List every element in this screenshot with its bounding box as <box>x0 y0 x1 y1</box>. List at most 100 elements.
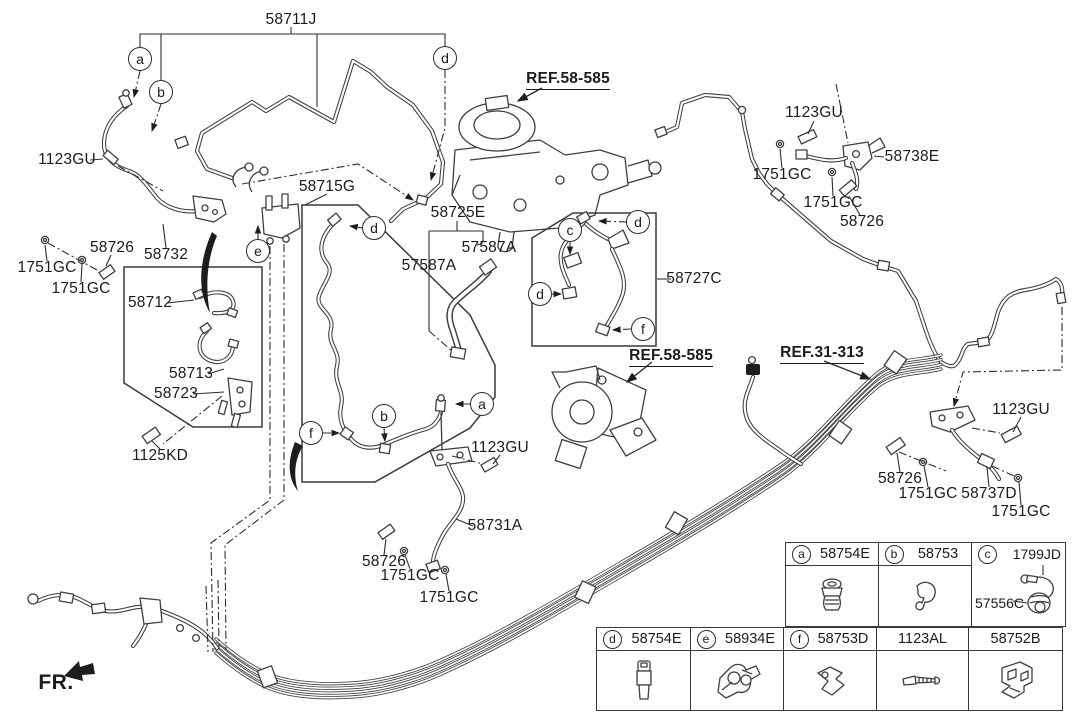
hose-58731a <box>377 411 499 575</box>
legend-cell-b[interactable]: b 58753 <box>877 542 973 627</box>
part-label-57587a-r[interactable]: 57587A <box>461 239 517 256</box>
part-label-1751gc-bc1[interactable]: 1751GC <box>380 567 440 584</box>
part-label-58726-bc[interactable]: 58726 <box>361 553 407 570</box>
callout-d-3: d <box>626 210 650 234</box>
bleeder-valve-icon <box>635 659 652 700</box>
legend-part-1123al[interactable]: 1123AL <box>898 631 947 647</box>
part-label-1751gc-l2[interactable]: 1751GC <box>51 280 111 297</box>
part-label-58723[interactable]: 58723 <box>153 385 199 402</box>
part-label-1123gu-bc[interactable]: 1123GU <box>471 439 529 456</box>
part-label-58737d[interactable]: 58737D <box>961 485 1017 502</box>
small-clip-icon <box>817 665 845 696</box>
legend-part-57556c[interactable]: 57556C <box>975 595 1025 611</box>
callout-e-1: e <box>246 239 270 263</box>
callout-d-2: d <box>362 216 386 240</box>
bracket-58711j <box>139 27 446 107</box>
legend-callout-b: b <box>884 544 904 564</box>
part-label-1751gc-r1[interactable]: 1751GC <box>898 485 958 502</box>
callout-f-1: f <box>631 317 655 341</box>
e-bracket <box>261 193 301 245</box>
pump-unit <box>551 365 657 470</box>
legend-part-1799jd[interactable]: 1799JD <box>1012 546 1061 562</box>
fr-direction-arrow <box>64 661 95 681</box>
part-label-58711j[interactable]: 58711J <box>265 11 317 28</box>
callout-a-1: a <box>128 47 152 71</box>
callout-b-2: b <box>372 404 396 428</box>
legend-part-58754e-d[interactable]: 58754E <box>631 631 682 647</box>
part-label-1751gc-tr2[interactable]: 1751GC <box>803 194 863 211</box>
ref-label-31-313[interactable]: REF.31-313 <box>780 344 864 364</box>
part-label-58726-r[interactable]: 58726 <box>877 470 923 487</box>
ref-label-58-585-mid[interactable]: REF.58-585 <box>629 347 713 367</box>
legend-part-58934e[interactable]: 58934E <box>725 631 775 647</box>
connector-tie-icon <box>1013 565 1054 614</box>
legend-table-bottom: d 58754E e 58934E <box>596 627 1063 711</box>
part-label-58725e[interactable]: 58725E <box>430 204 486 221</box>
part-label-58713[interactable]: 58713 <box>168 365 214 382</box>
legend-cell-d[interactable]: d 58754E <box>596 627 691 711</box>
ref-label-58-585-top[interactable]: REF.58-585 <box>526 70 610 90</box>
legend-callout-e: e <box>696 629 716 649</box>
right-tall-line <box>938 276 1067 369</box>
legend-cell-1123al[interactable]: 1123AL <box>875 627 970 711</box>
legend-cell-a[interactable]: a 58754E <box>785 542 879 627</box>
legend-part-58753d[interactable]: 58753D <box>817 631 869 647</box>
bracket-57587a <box>428 221 498 360</box>
bracket-clamp-icon <box>1000 660 1033 699</box>
part-label-1751gc-l1[interactable]: 1751GC <box>17 259 77 276</box>
box-58715g <box>301 193 496 483</box>
part-label-1751gc-bc2[interactable]: 1751GC <box>419 589 479 606</box>
leader-lines <box>47 70 1063 653</box>
legend-cell-c[interactable]: c 1799JD 57556C <box>971 542 1066 627</box>
callout-d-1: d <box>433 46 457 70</box>
part-label-58731a[interactable]: 58731A <box>467 517 523 534</box>
legend-cell-e[interactable]: e 58934E <box>689 627 785 711</box>
part-label-1123gu-r[interactable]: 1123GU <box>992 401 1050 418</box>
legend-cell-f[interactable]: f 58753D <box>783 627 877 711</box>
part-label-58738e[interactable]: 58738E <box>884 148 940 165</box>
box-58712 <box>123 266 263 445</box>
branch-line <box>742 355 804 467</box>
legend-cell-58752b[interactable]: 58752B <box>968 627 1063 711</box>
accent-arcs <box>201 232 303 491</box>
legend-callout-a: a <box>792 544 811 564</box>
right-upper-pipes <box>654 92 944 365</box>
legend-part-58753[interactable]: 58753 <box>917 546 959 562</box>
callout-f-2: f <box>299 421 323 445</box>
assembly-58737d <box>885 405 1023 483</box>
part-label-1123gu-tr[interactable]: 1123GU <box>785 104 843 121</box>
part-label-58712[interactable]: 58712 <box>127 294 173 311</box>
part-label-58727c[interactable]: 58727C <box>666 270 722 287</box>
ref-arrows <box>516 87 872 383</box>
callout-a-2: a <box>470 392 494 416</box>
part-label-1125kd[interactable]: 1125KD <box>131 447 189 464</box>
part-label-1123gu-tl[interactable]: 1123GU <box>38 151 96 168</box>
part-label-57587a-l[interactable]: 57587A <box>401 257 457 274</box>
part-label-58726-l[interactable]: 58726 <box>89 239 135 256</box>
c-clip-icon <box>915 581 936 611</box>
legend-callout-d: d <box>603 629 622 649</box>
banjo-fittings <box>232 162 269 193</box>
fr-label: FR. <box>38 671 74 694</box>
part-label-58726-tr[interactable]: 58726 <box>839 213 885 230</box>
legend-callout-f: f <box>790 629 809 649</box>
part-label-1751gc-r2[interactable]: 1751GC <box>991 503 1051 520</box>
pipe-bundle <box>214 349 943 700</box>
legend-part-58754e-a[interactable]: 58754E <box>820 546 870 562</box>
part-label-58715g[interactable]: 58715G <box>298 178 356 195</box>
legend-part-58752b[interactable]: 58752B <box>990 631 1041 647</box>
bottom-left-assembly <box>27 591 220 651</box>
part-label-58732[interactable]: 58732 <box>143 246 189 263</box>
bolt-icon <box>901 674 940 686</box>
legend-callout-c: c <box>978 545 997 564</box>
legend-table-top: a 58754E b 58753 <box>785 542 1066 627</box>
part-label-1751gc-tr1[interactable]: 1751GC <box>752 166 812 183</box>
callout-c-1: c <box>558 218 582 242</box>
double-clamp-icon <box>717 663 761 699</box>
callout-b-1: b <box>149 80 173 104</box>
label-connectors <box>44 120 1022 592</box>
callout-d-4: d <box>528 282 552 306</box>
hose-58732 <box>40 89 227 280</box>
